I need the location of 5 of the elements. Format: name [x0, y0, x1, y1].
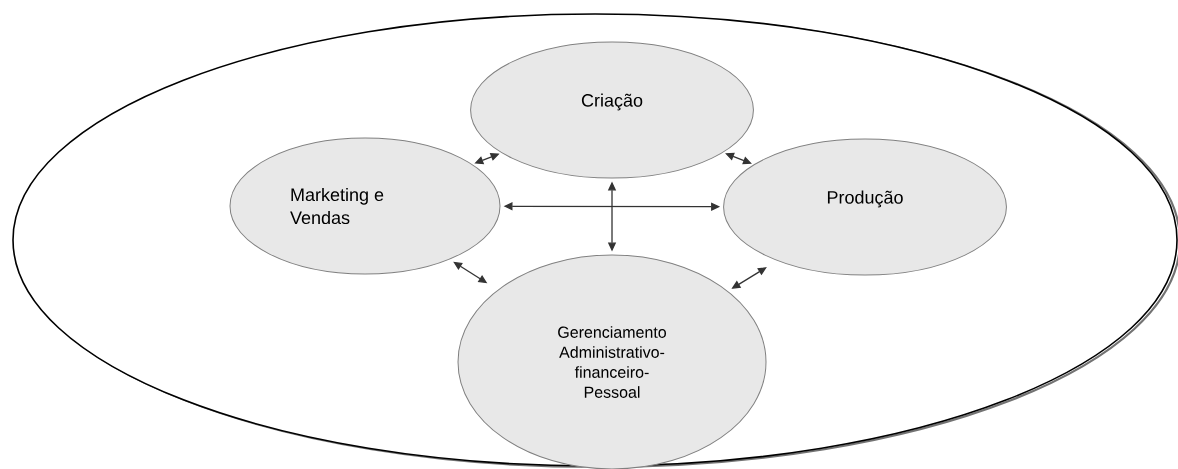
- ellipse-node: Criação: [470, 41, 754, 179]
- ellipse-node: Produção: [723, 138, 1007, 276]
- ellipse-node: Marketing e Vendas: [229, 137, 501, 275]
- arrow: [725, 152, 752, 165]
- ellipse-node: Gerenciamento Administrativo-financeiro-Pessoal: [457, 254, 767, 469]
